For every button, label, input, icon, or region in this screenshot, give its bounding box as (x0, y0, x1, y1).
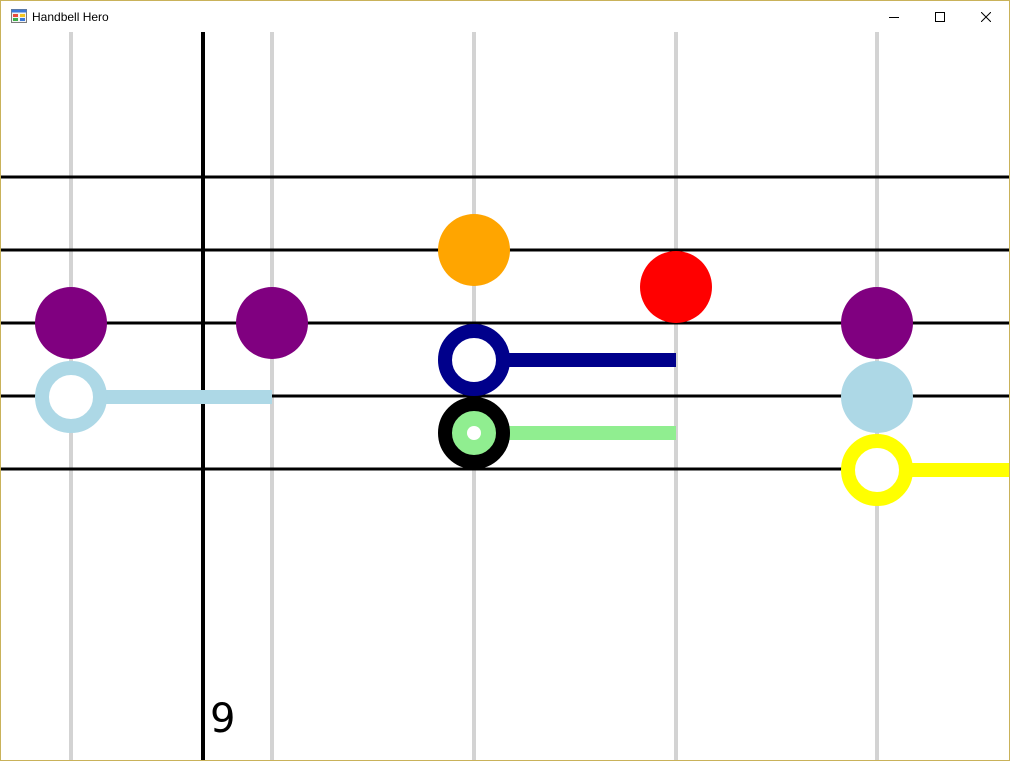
green-sustain-bar (496, 426, 676, 440)
notes (35, 214, 1009, 506)
yellow-held-note (841, 434, 913, 506)
light-blue-sustain-bar (91, 390, 272, 404)
minimize-button[interactable] (871, 1, 917, 32)
maximize-button[interactable] (917, 1, 963, 32)
light-blue-held-note (35, 361, 107, 433)
purple-note-1 (35, 287, 107, 359)
minimize-icon (889, 16, 899, 18)
light-blue-note (841, 361, 913, 433)
game-canvas[interactable]: 9 (1, 32, 1009, 760)
measure-number: 9 (210, 696, 236, 742)
title-bar[interactable]: Handbell Hero (1, 1, 1009, 32)
app-icon (11, 9, 27, 23)
purple-note-3 (841, 287, 913, 359)
red-note (640, 251, 712, 323)
navy-held-note (438, 324, 510, 396)
close-icon (981, 11, 991, 22)
window-title: Handbell Hero (32, 10, 109, 24)
staff-svg (1, 32, 1009, 760)
yellow-sustain-bar (897, 463, 1009, 477)
navy-sustain-bar (496, 353, 676, 367)
maximize-icon (935, 11, 945, 22)
close-button[interactable] (963, 1, 1009, 32)
orange-note (438, 214, 510, 286)
black-green-note-center (467, 426, 481, 440)
purple-note-2 (236, 287, 308, 359)
